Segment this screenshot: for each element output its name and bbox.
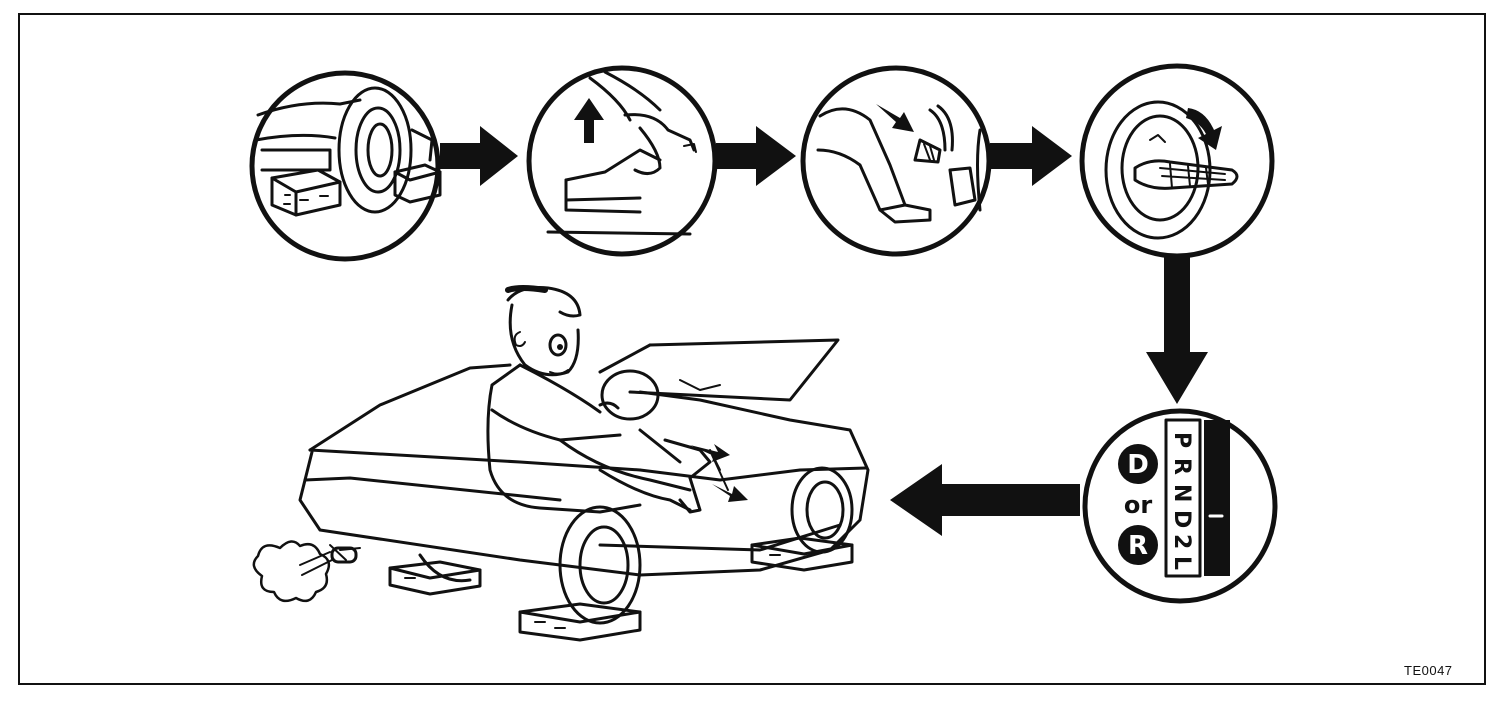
arrow-step5-to-car xyxy=(890,464,1080,536)
choice-r-label: R xyxy=(1128,531,1148,561)
step-parking-brake xyxy=(526,65,718,257)
driver xyxy=(486,285,748,514)
step-shift-selector xyxy=(1082,408,1278,604)
arrow-step1-to-2 xyxy=(440,126,518,186)
figure-code: TE0047 xyxy=(1404,663,1453,678)
choice-or-label: or xyxy=(1124,491,1152,519)
gear-letter: N xyxy=(1169,484,1194,502)
brake-pedal-icon xyxy=(816,104,982,224)
choice-d-label: D xyxy=(1127,450,1149,480)
arrow-step2-to-3 xyxy=(716,126,796,186)
gear-letter: R xyxy=(1169,458,1194,475)
step-brake-pedal xyxy=(800,65,992,257)
arrow-step3-to-4 xyxy=(990,126,1072,186)
ignition-key-icon xyxy=(1104,100,1239,240)
step-wheel-chock xyxy=(249,70,442,262)
wheel-chock-icon xyxy=(254,86,442,217)
selector-choice: D or R xyxy=(1124,450,1152,561)
gear-letter: L xyxy=(1169,556,1194,570)
gear-letter: 2 xyxy=(1169,534,1194,549)
gear-letter: P xyxy=(1169,432,1194,448)
arrow-step4-to-5 xyxy=(1146,256,1208,404)
step-ignition-key xyxy=(1079,63,1275,259)
figure-frame xyxy=(18,13,1486,685)
car-body xyxy=(298,338,870,577)
exhaust-smoke xyxy=(252,540,333,603)
parking-brake-icon xyxy=(546,70,697,236)
car-scene xyxy=(252,285,870,642)
gear-letter: D xyxy=(1169,510,1194,528)
wheel-chock-blocks xyxy=(388,536,854,642)
shift-selector-icon xyxy=(1118,418,1230,578)
selector-gate-letters: P R N D 2 L xyxy=(1169,432,1194,570)
